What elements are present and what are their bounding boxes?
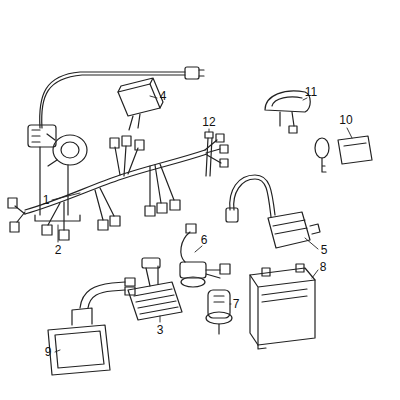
callout-number: 4 [160, 90, 167, 102]
wiring-harness [8, 134, 228, 240]
key-set [315, 136, 372, 172]
cable-tie [205, 132, 213, 176]
speedometer [265, 91, 310, 133]
headlight [48, 278, 135, 375]
callout-number: 3 [157, 324, 164, 336]
key-switch [206, 290, 232, 334]
cdi-unit [118, 78, 163, 130]
ignition-coil [226, 175, 320, 248]
callout-number: 8 [320, 261, 327, 273]
callout-number: 12 [202, 116, 215, 128]
voltage-regulator [128, 258, 182, 320]
callout-number: 6 [201, 234, 208, 246]
ignition-switch [180, 224, 230, 287]
callout-number: 10 [339, 114, 352, 126]
leader-lines [52, 96, 352, 352]
callout-number: 7 [233, 298, 240, 310]
horn-relay [28, 67, 204, 221]
callout-number: 1 [43, 194, 50, 206]
callout-number: 9 [45, 346, 52, 358]
battery [250, 264, 315, 349]
callout-number: 2 [55, 244, 62, 256]
callout-number: 11 [305, 86, 317, 98]
callout-number: 5 [321, 244, 328, 256]
